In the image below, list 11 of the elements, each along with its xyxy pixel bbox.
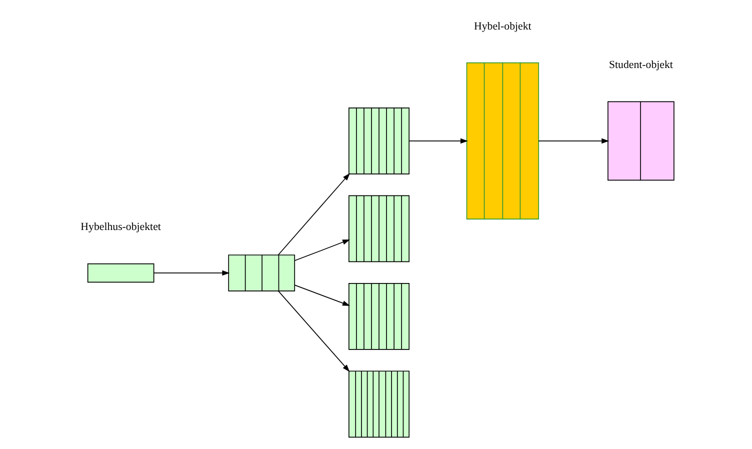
label: Student-objekt (608, 58, 672, 71)
label: Hybelhus-objektet (80, 220, 160, 233)
arrow (277, 173, 350, 256)
arrow (294, 284, 350, 306)
node-box (86, 263, 154, 283)
arrow (408, 138, 468, 144)
arrow (153, 270, 230, 276)
arrow (294, 239, 350, 262)
label: Hybel-objekt (474, 20, 531, 32)
arrow (538, 138, 609, 144)
arrow (277, 290, 350, 372)
